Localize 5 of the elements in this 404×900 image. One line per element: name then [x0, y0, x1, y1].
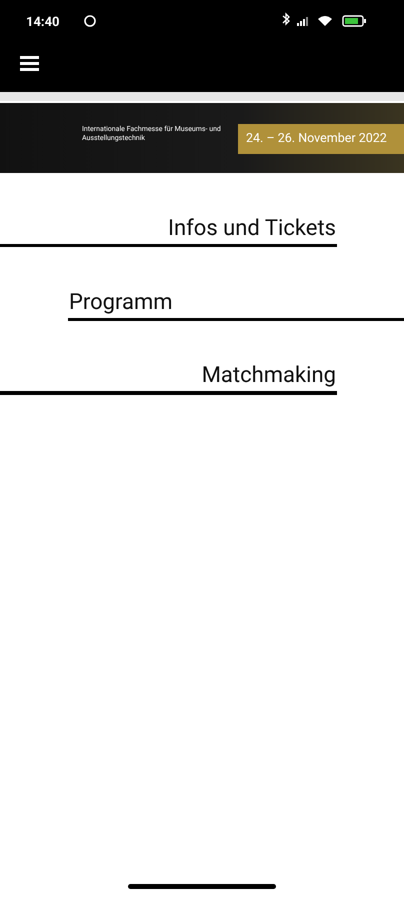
- menu-link: Infos und Tickets: [168, 216, 336, 242]
- menu-link: Matchmaking: [202, 363, 336, 389]
- event-dates: 24. – 26. November 2022: [246, 131, 387, 146]
- status-time: 14:40: [26, 15, 60, 30]
- menu-link: Programm: [69, 290, 173, 316]
